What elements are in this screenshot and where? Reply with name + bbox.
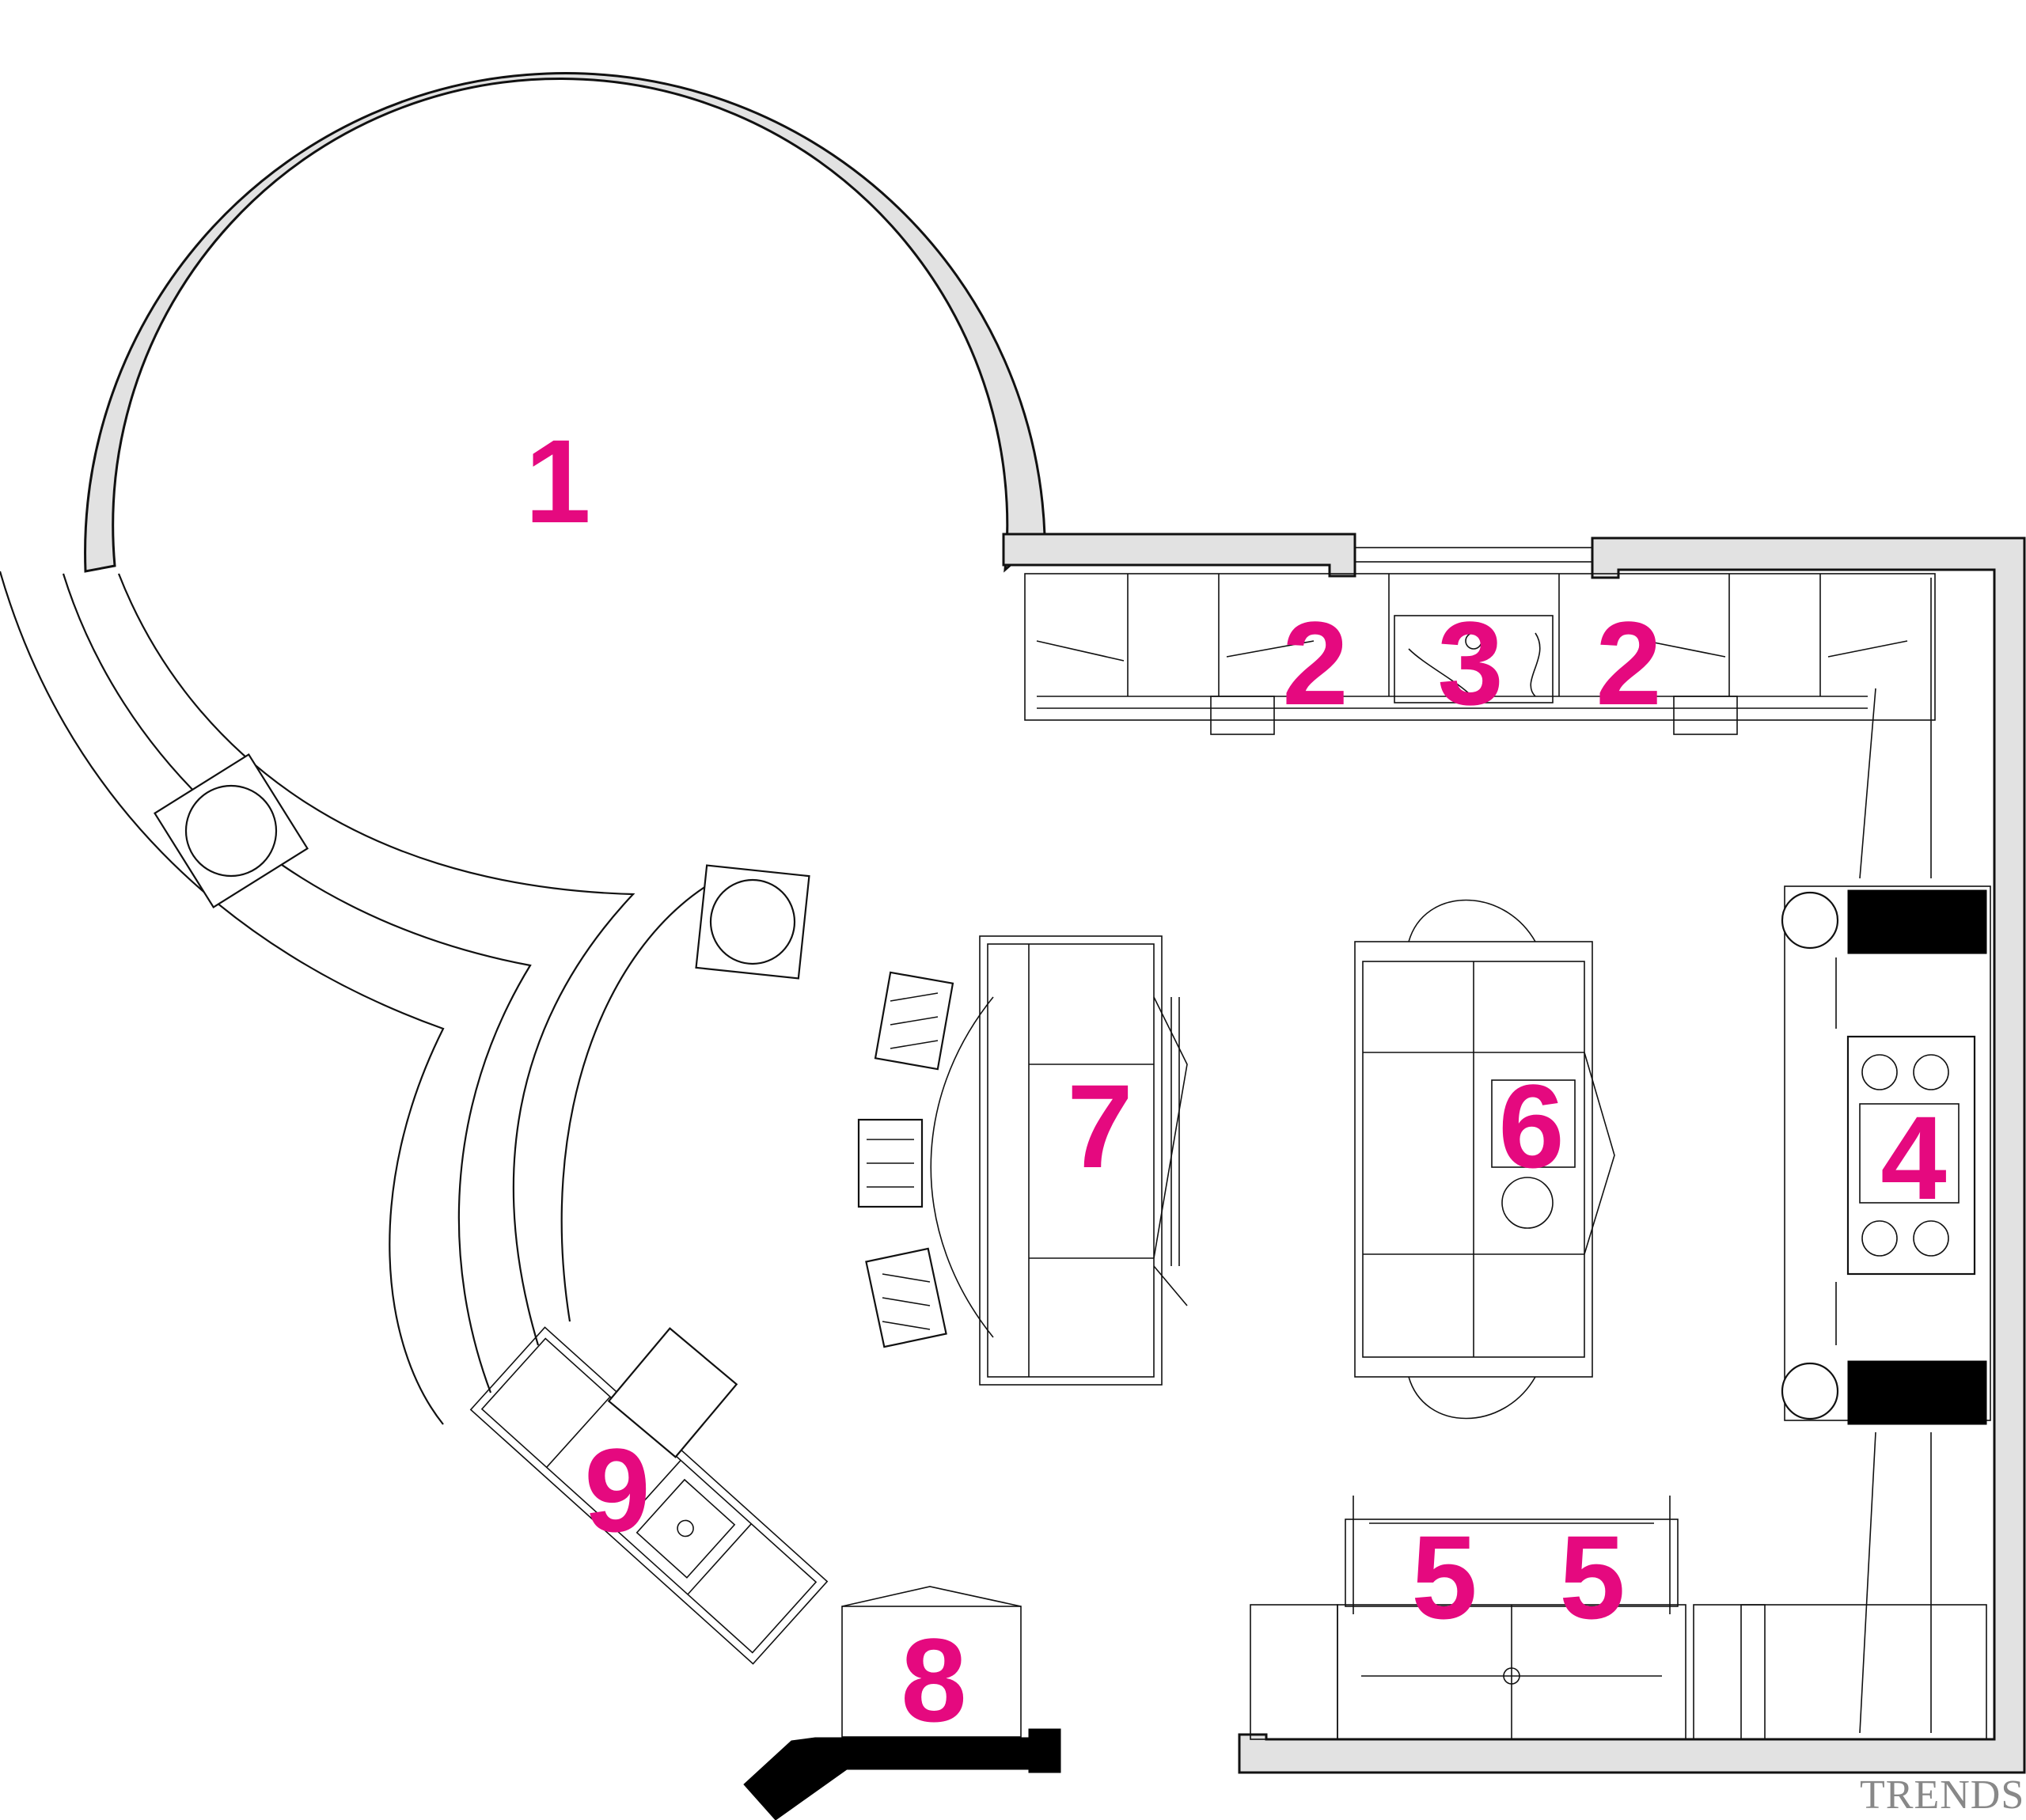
corridor-inner-arc-2	[560, 882, 713, 1322]
window-opening	[1354, 547, 1593, 563]
bar-counter	[930, 935, 1188, 1386]
trends-watermark: TRENDS	[1860, 1773, 2024, 1818]
corridor-inner-arc	[117, 573, 635, 1346]
corridor-mid-arc	[62, 573, 532, 1393]
service-counter-chair	[607, 1327, 738, 1458]
bar-stool	[865, 1247, 947, 1348]
bar-stool	[857, 1118, 924, 1208]
right-counter	[1781, 578, 1991, 1734]
zone-8-label: 8	[901, 1613, 966, 1746]
corridor-outer-arc	[0, 571, 445, 1425]
zone-5-right-label: 5	[1559, 1511, 1625, 1644]
zone-7-label: 7	[1067, 1060, 1133, 1192]
zone-1-label: 1	[525, 415, 590, 548]
bottom-counter	[1250, 1496, 1987, 1740]
diagonal-counter	[469, 1326, 829, 1665]
bar-stool	[874, 971, 954, 1071]
island	[1354, 899, 1615, 1420]
top-counter	[1024, 573, 1936, 735]
zone-3-label: 3	[1437, 597, 1503, 730]
zone-2-right-label: 2	[1595, 597, 1661, 730]
column-right	[695, 864, 810, 980]
circular-room-wall	[84, 72, 1046, 573]
top-wall-left	[1002, 533, 1356, 578]
zone-5-left-label: 5	[1411, 1511, 1477, 1644]
zone-9-label: 9	[584, 1424, 650, 1556]
zone-4-label: 4	[1880, 1091, 1946, 1224]
zone-2-left-label: 2	[1282, 597, 1348, 730]
zone-6-label: 6	[1498, 1060, 1564, 1192]
appliance-block	[743, 1586, 1061, 1820]
column-left	[154, 753, 309, 908]
